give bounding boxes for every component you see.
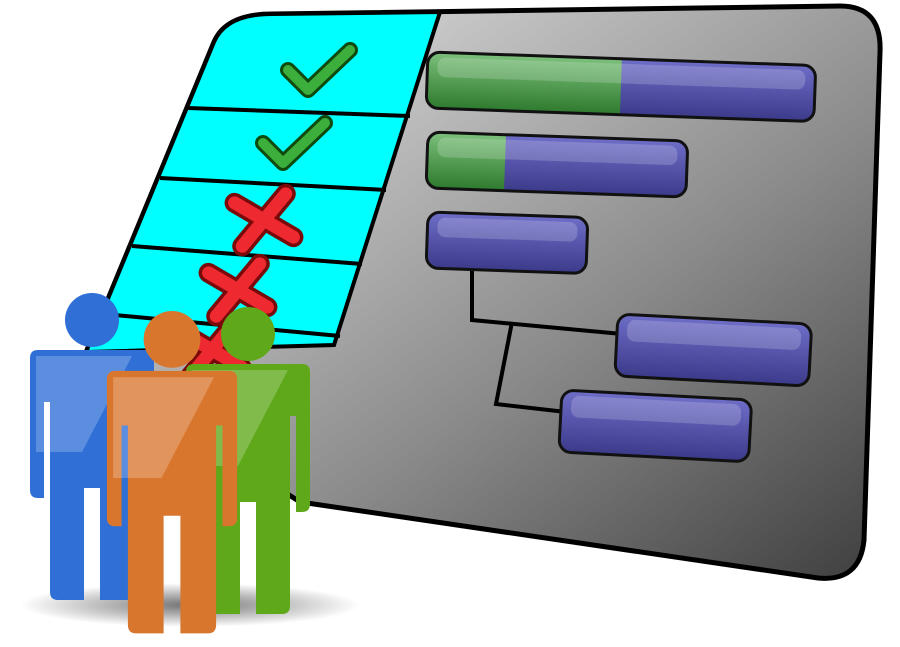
bar-gloss [570,395,742,426]
cross-icon [198,253,278,327]
person-body [186,364,310,614]
bar-outline [557,389,753,463]
person-head [221,307,275,361]
gantt-task-bar [557,389,753,463]
cross-icon [224,183,304,257]
task-remaining [559,390,752,462]
person-gloss [113,377,214,478]
bar-outline [424,130,689,199]
bar-gloss [437,137,678,166]
bar-gloss [626,319,802,350]
gantt-task-bar [424,50,817,123]
bar-gloss [437,217,578,242]
task-remaining [426,212,588,274]
dependency-connector [470,262,623,336]
task-progress-fill [426,52,622,115]
person-head [143,311,201,368]
bar-outline [424,50,817,123]
task-progress-fill [426,132,506,191]
person-head [65,293,119,347]
checkmark-icon [255,115,333,171]
bar-outline [424,210,589,275]
gantt-task-bar [424,130,689,199]
task-remaining [615,314,812,386]
person-figure [106,311,238,634]
bar-gloss [437,57,806,90]
dependency-connector [493,321,567,414]
gantt-task-bar [424,210,589,275]
gantt-task-bar [613,313,813,387]
person-body [106,370,238,634]
bar-outline [613,313,813,387]
checkmark-icon [280,42,358,98]
